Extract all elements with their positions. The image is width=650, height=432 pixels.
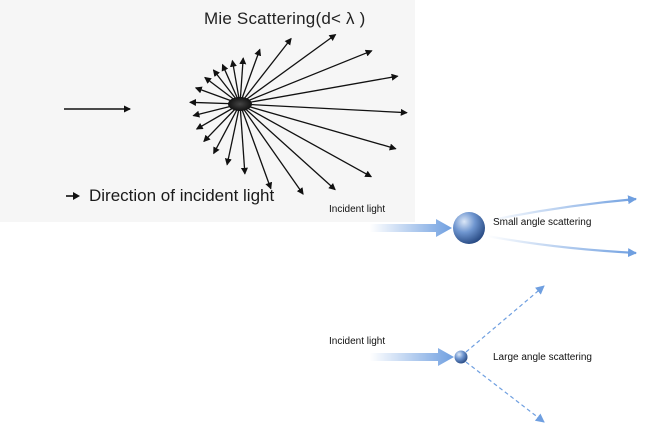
scattered-ray-15	[239, 103, 373, 178]
scattered-ray-10	[239, 34, 337, 105]
scattered-ray-9	[239, 37, 292, 105]
scattered-ray-lower	[486, 234, 637, 258]
scattered-ray-16	[239, 103, 336, 191]
diagram-title: Mie Scattering(d< λ )	[204, 9, 366, 28]
scattered-ray-14	[239, 103, 397, 151]
small-angle-scattering-label: Small angle scattering	[493, 217, 592, 228]
scattered-ray-21	[213, 103, 241, 155]
scattered-rays-fan	[189, 34, 408, 195]
scattered-ray-6	[229, 59, 241, 105]
scattered-ray-8	[239, 48, 262, 105]
scattered-ray-7	[239, 57, 247, 105]
scattered-ray-upper	[486, 195, 637, 223]
scattered-ray-dashed-upper	[465, 285, 545, 353]
incident-light-label-1: Incident light	[329, 204, 386, 215]
incident-light-beam-1	[370, 219, 452, 237]
arrow-right-icon	[66, 192, 80, 200]
scattered-ray-19	[239, 103, 248, 175]
sphere-small	[454, 350, 468, 364]
large-angle-scattering-label: Large angle scattering	[493, 352, 592, 363]
scattered-ray-13	[239, 103, 408, 116]
scattered-ray-11	[239, 49, 373, 105]
scattered-ray-22	[203, 103, 241, 143]
incident-light-label-2: Incident light	[329, 336, 386, 347]
scattered-ray-17	[239, 103, 304, 195]
incident-light-beam-2	[370, 348, 454, 366]
scattered-ray-18	[239, 103, 273, 190]
scattered-ray-12	[239, 73, 399, 105]
sphere-large	[453, 212, 485, 244]
mie-diagram-panel	[0, 0, 415, 222]
legend: Direction of incident light	[65, 186, 274, 206]
scattered-ray-dashed-lower	[465, 361, 545, 423]
scattering-particle	[228, 97, 252, 111]
legend-label: Direction of incident light	[89, 186, 275, 205]
scattered-ray-20	[224, 103, 241, 166]
